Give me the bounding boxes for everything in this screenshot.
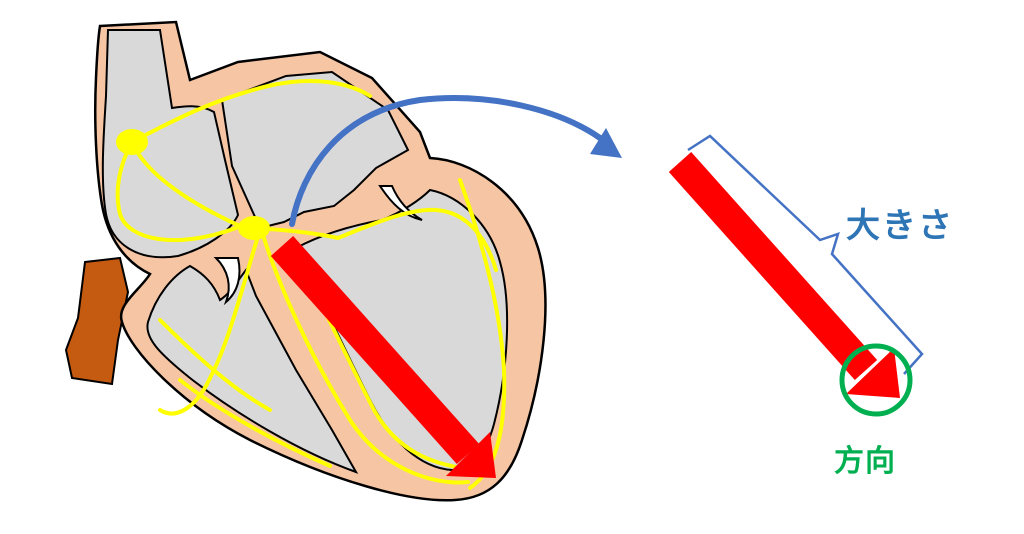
magnitude-bracket — [687, 134, 924, 375]
right-ventricle — [146, 264, 359, 474]
direction-circle — [839, 343, 913, 417]
sa-node — [116, 129, 148, 155]
direction-label: 方向 — [834, 444, 896, 479]
valve-leaflet — [378, 185, 423, 221]
av-node — [238, 216, 270, 240]
magnitude-label: 大きさ — [846, 206, 954, 246]
heart-vector-arrow — [270, 236, 496, 478]
vessel — [64, 256, 130, 386]
curved-arrow — [289, 95, 622, 227]
vector-arrow — [668, 152, 900, 398]
valve-leaflet — [213, 257, 241, 306]
